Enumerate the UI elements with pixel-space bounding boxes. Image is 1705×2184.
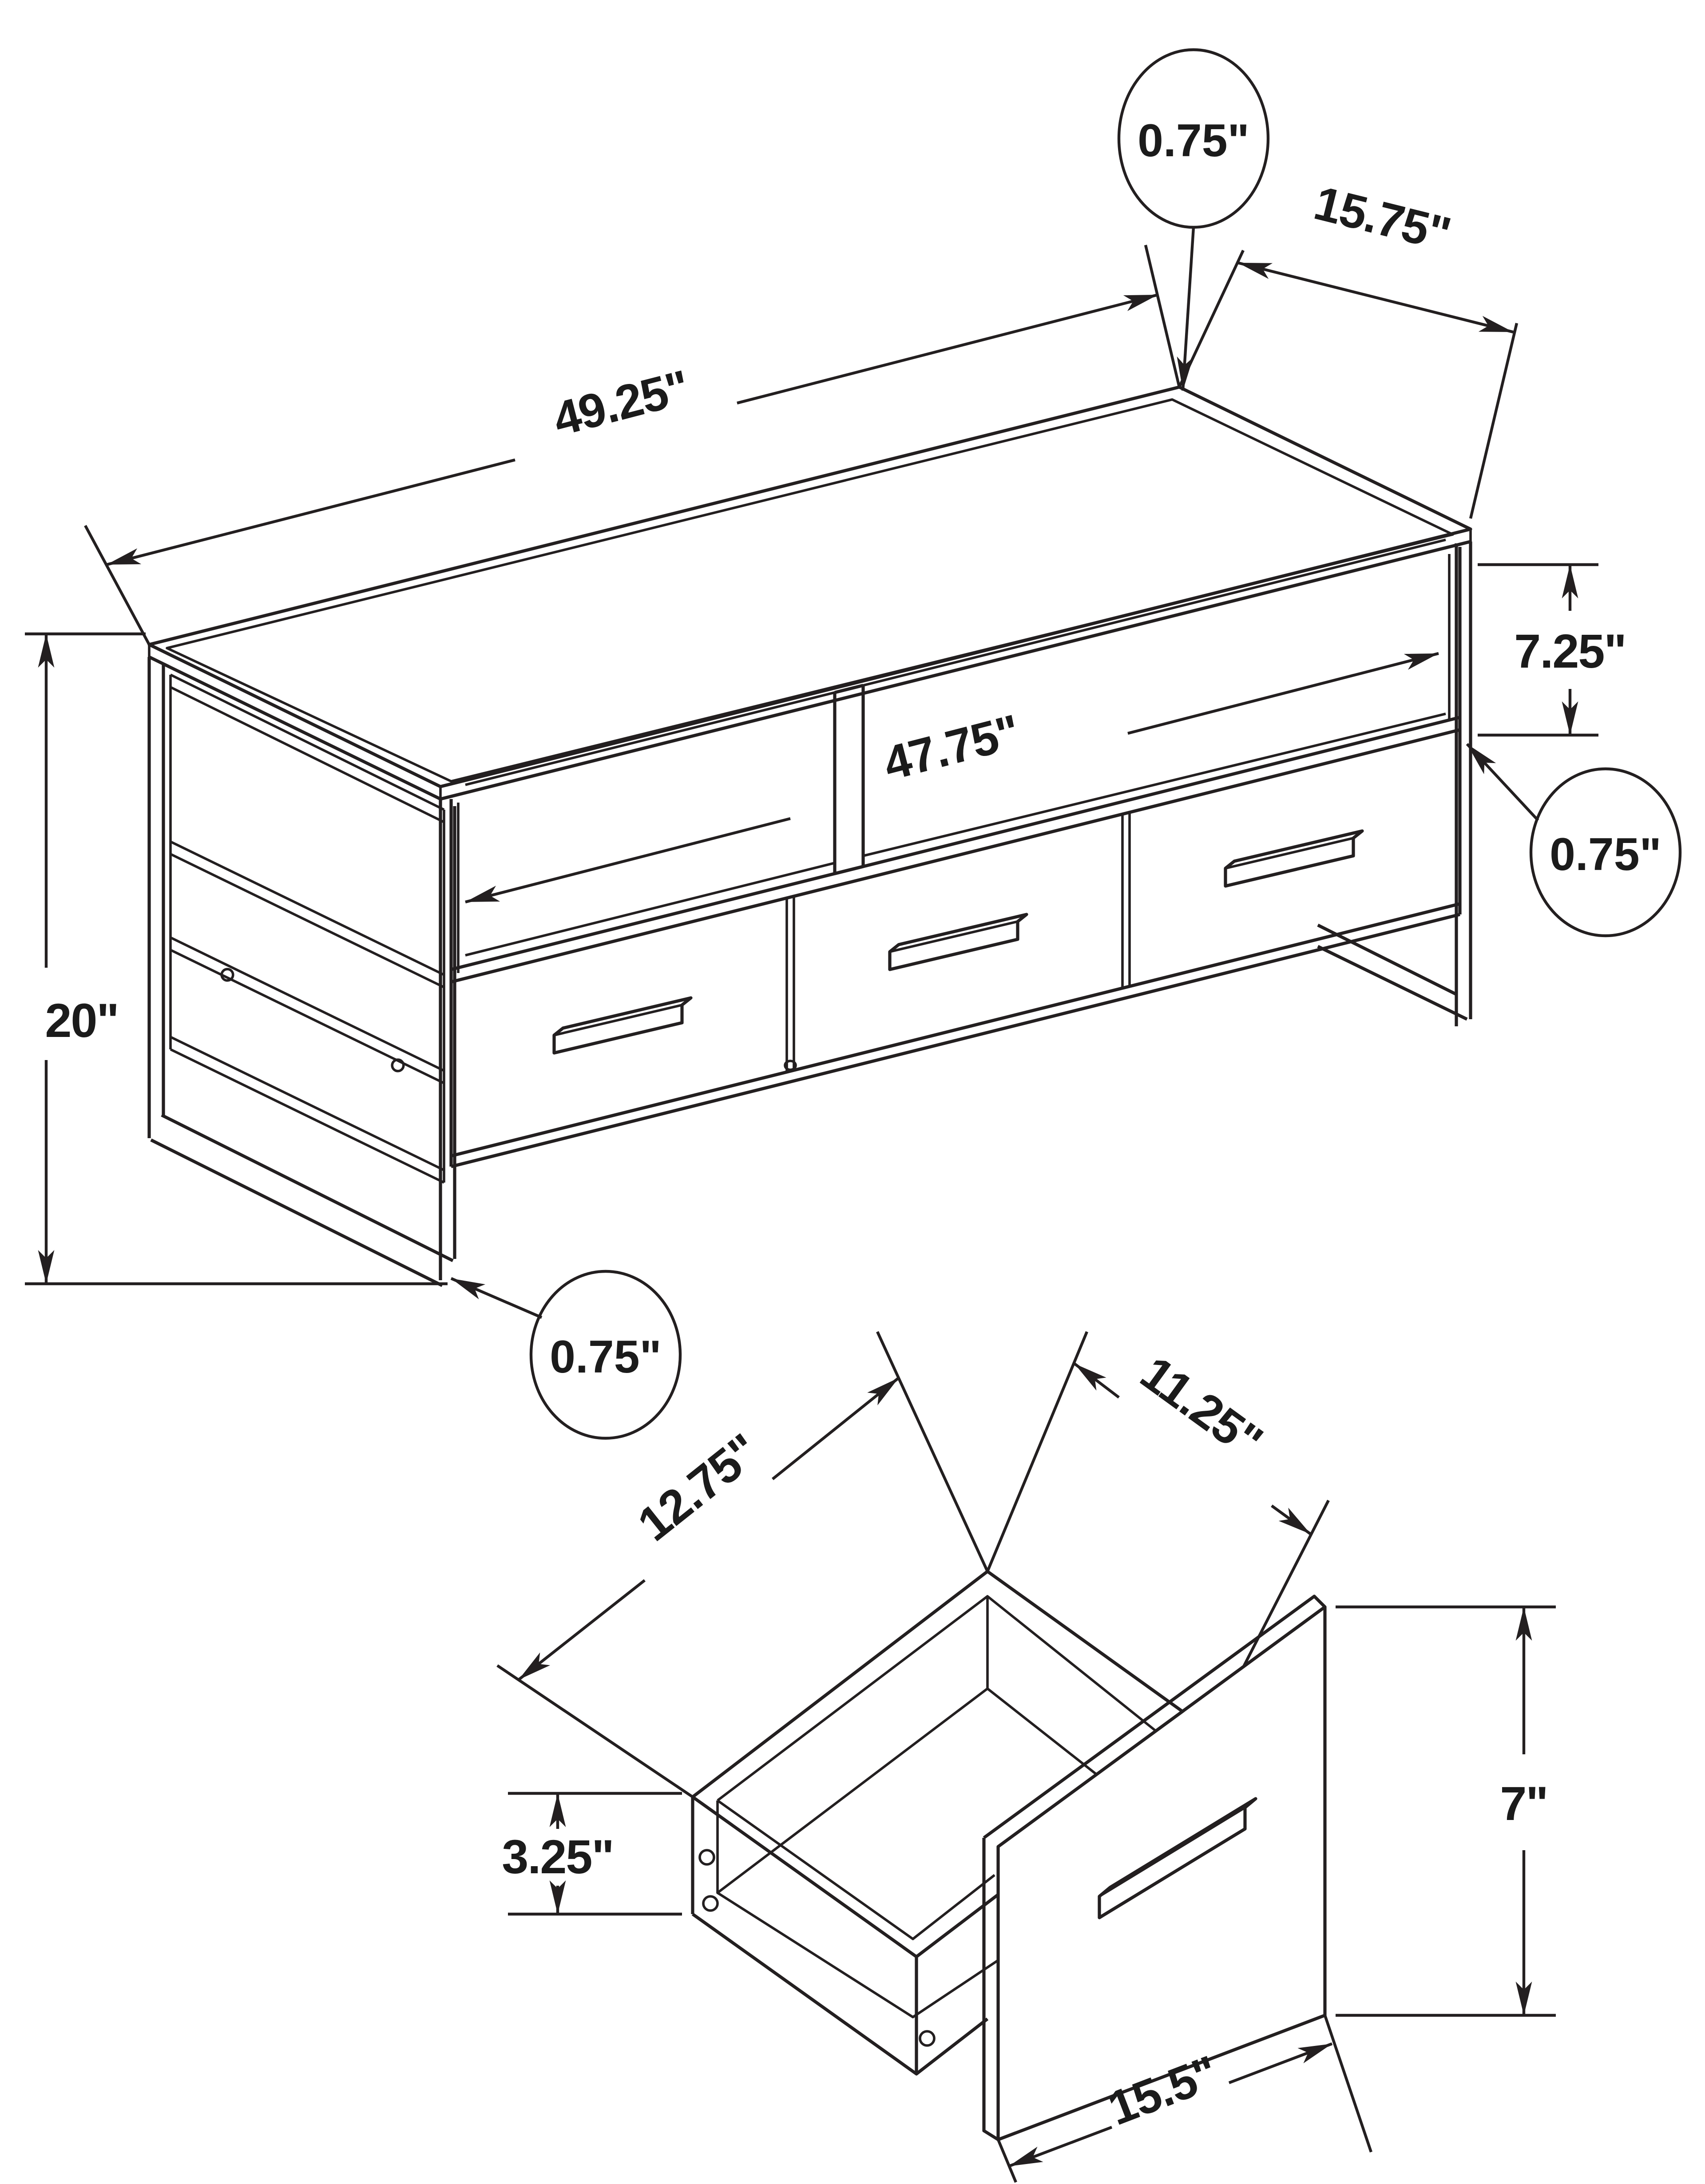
left-frame-bottom-rail xyxy=(150,1113,454,1287)
drawer-inner-corners xyxy=(716,1596,989,1893)
shelf-divider xyxy=(833,684,865,875)
right-frame xyxy=(1317,542,1472,1026)
dim-label-depth: 15.75" xyxy=(1309,175,1455,261)
dim-label-height: 20" xyxy=(45,993,118,1047)
dim-label-interior-width: 47.75" xyxy=(878,704,1025,791)
left-frame-back-leg xyxy=(147,657,165,1138)
drawer-handle-right xyxy=(1224,829,1364,888)
dim-label-drawer-front-height: 7" xyxy=(1500,1776,1547,1830)
dimension-width: 49.25" xyxy=(84,245,1181,645)
dim-label-width: 49.25" xyxy=(548,360,694,446)
dim-label-shelf-gap: 7.25" xyxy=(1514,624,1626,678)
back-wall-top-edge xyxy=(465,538,1446,786)
drawer-box xyxy=(691,1570,1184,2076)
side-rail-top xyxy=(170,840,445,989)
screw-hole xyxy=(702,1895,719,1912)
callout-label-shelf-thickness: 0.75" xyxy=(1550,829,1661,880)
dim-label-drawer-front-width: 15.5" xyxy=(1101,2045,1225,2135)
callout-frame-thickness: 0.75" xyxy=(450,1270,682,1440)
dim-label-drawer-depth: 12.75" xyxy=(628,1424,769,1551)
left-side-panel xyxy=(169,673,445,1184)
drawer-detail-view: 12.75" 11.25" 3.25" 7" 15.5" xyxy=(496,1331,1556,2183)
callout-label-frame-thickness: 0.75" xyxy=(550,1331,662,1383)
drawer-handles xyxy=(552,829,1364,1055)
dim-label-drawer-width: 11.25" xyxy=(1131,1346,1272,1468)
drawer-handle-left xyxy=(552,996,693,1055)
right-frame-front-leg xyxy=(1455,542,1472,1026)
callout-top-thickness: 0.75" xyxy=(1117,48,1270,391)
top-panel xyxy=(147,385,1472,801)
middle-shelf-edge xyxy=(451,716,1460,984)
left-frame xyxy=(147,657,456,1287)
dimension-height: 20" xyxy=(25,632,448,1286)
screw-dot xyxy=(220,968,234,982)
left-frame-front-leg xyxy=(439,799,456,1280)
drawer-wall-bottom xyxy=(691,1913,989,2076)
dimension-drawer-side-height: 3.25" xyxy=(502,1792,682,1916)
screw-hole xyxy=(919,2030,936,2047)
drawer-floor-edges xyxy=(716,1687,1097,2018)
callout-label-top-thickness: 0.75" xyxy=(1138,115,1249,166)
dimension-drawer-width: 11.25" xyxy=(986,1331,1330,1668)
dimension-shelf-gap: 7.25" xyxy=(1478,563,1627,737)
dimension-drawer-depth: 12.75" xyxy=(496,1331,989,1798)
tv-stand-view: 49.25" 15.75" 0.75" 7.25" 0.75" xyxy=(25,48,1682,1440)
dimension-drawer-front-height: 7" xyxy=(1336,1605,1556,2017)
drawer-front-handle xyxy=(1098,1797,1257,1919)
screw-hole xyxy=(698,1849,715,1866)
dim-label-drawer-side-height: 3.25" xyxy=(502,1830,613,1883)
drawer-front-panel xyxy=(982,1594,1327,2141)
drawer-wall-corners xyxy=(691,1797,918,2074)
shelf-back-edge xyxy=(465,712,1446,957)
callout-shelf-thickness: 0.75" xyxy=(1466,743,1682,938)
drawer-rim-inner-front xyxy=(717,1799,995,1940)
drawer-gap-left xyxy=(785,897,795,1072)
drawer-gap-right xyxy=(1121,811,1131,987)
right-frame-bottom-rail xyxy=(1317,923,1468,1021)
dimension-interior-width: 47.75" xyxy=(465,652,1439,904)
drawer-handle-middle xyxy=(888,913,1028,971)
screw-dot xyxy=(391,1058,405,1072)
cabinet-body xyxy=(449,538,1462,1168)
side-rail-bottom xyxy=(170,1036,445,1184)
dimension-drawer-front-width: 15.5" xyxy=(997,2014,1373,2183)
dimension-depth: 15.75" xyxy=(1178,175,1519,519)
glide-dot xyxy=(784,1060,797,1071)
